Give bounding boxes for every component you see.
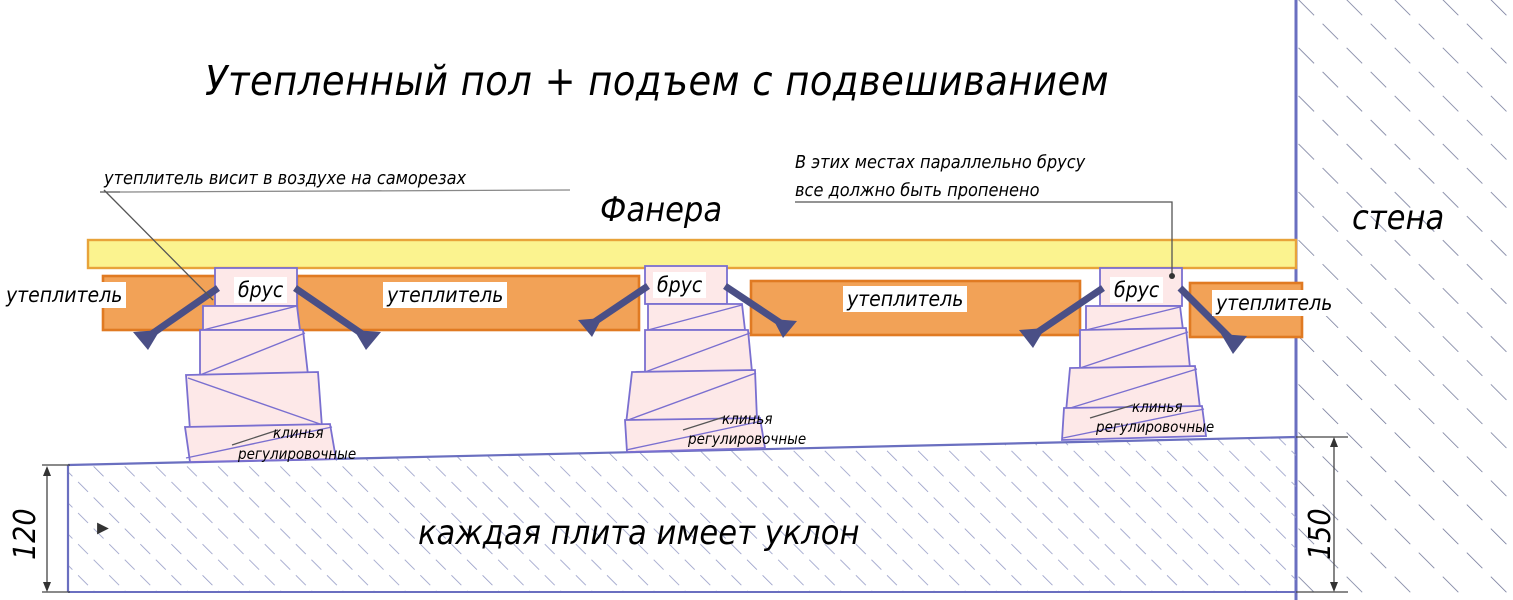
screws xyxy=(144,283,1237,345)
insulation-label-4: утеплитель xyxy=(1212,290,1337,316)
screw-heads xyxy=(133,318,1247,354)
beam-label-3: брус xyxy=(1110,277,1164,303)
wedge-label-1-line2: регулировочные xyxy=(238,445,357,463)
leader-foam-note xyxy=(795,201,1173,275)
insulation-label-1: утеплитель xyxy=(2,282,127,308)
wedge-label-2-line1: клинья xyxy=(722,410,773,428)
insulation-label-3: утеплитель xyxy=(843,286,968,312)
screw-1r xyxy=(293,285,370,341)
screw-3l xyxy=(1030,285,1105,339)
joist-assembly-1 xyxy=(183,267,338,463)
wedge-label-1-line1: клинья xyxy=(273,424,324,442)
plywood-label: Фанера xyxy=(600,190,723,230)
page-title: Утепленный пол + подъем с подвешиванием xyxy=(205,57,1110,105)
wedge-label-3-line2: регулировочные xyxy=(1096,418,1215,436)
leader-wedge-1 xyxy=(231,429,279,446)
leader-wedge-2 xyxy=(682,416,725,431)
dimension-label-right: 150 xyxy=(1303,508,1338,560)
slab-note: каждая плита имеет уклон xyxy=(418,513,860,553)
insulation-label-2: утеплитель xyxy=(383,282,508,308)
leader-screw-note xyxy=(103,189,214,301)
beam-label-1: брус xyxy=(234,277,288,303)
note-foam-line1: В этих местах параллельно брусу xyxy=(795,152,1086,173)
wedge-label-3-line1: клинья xyxy=(1132,398,1183,416)
wedge-label-2-line2: регулировочные xyxy=(688,430,807,448)
note-foam-line2: все должно быть пропенено xyxy=(795,180,1040,201)
dimension-label-left: 120 xyxy=(8,508,43,560)
dimension-left xyxy=(0,464,109,593)
beam-label-2: брус xyxy=(653,272,707,298)
leader-lines xyxy=(100,189,1173,446)
foam-leader-dot xyxy=(1169,273,1175,279)
plywood-sheet xyxy=(86,238,1298,270)
dimension-right xyxy=(1296,436,1348,593)
leader-wedge-3 xyxy=(1089,404,1134,419)
screw-1l xyxy=(144,285,220,341)
wall-label: стена xyxy=(1352,198,1445,238)
note-screws: утеплитель висит в воздухе на саморезах xyxy=(104,168,467,189)
screw-3r xyxy=(1177,285,1237,345)
